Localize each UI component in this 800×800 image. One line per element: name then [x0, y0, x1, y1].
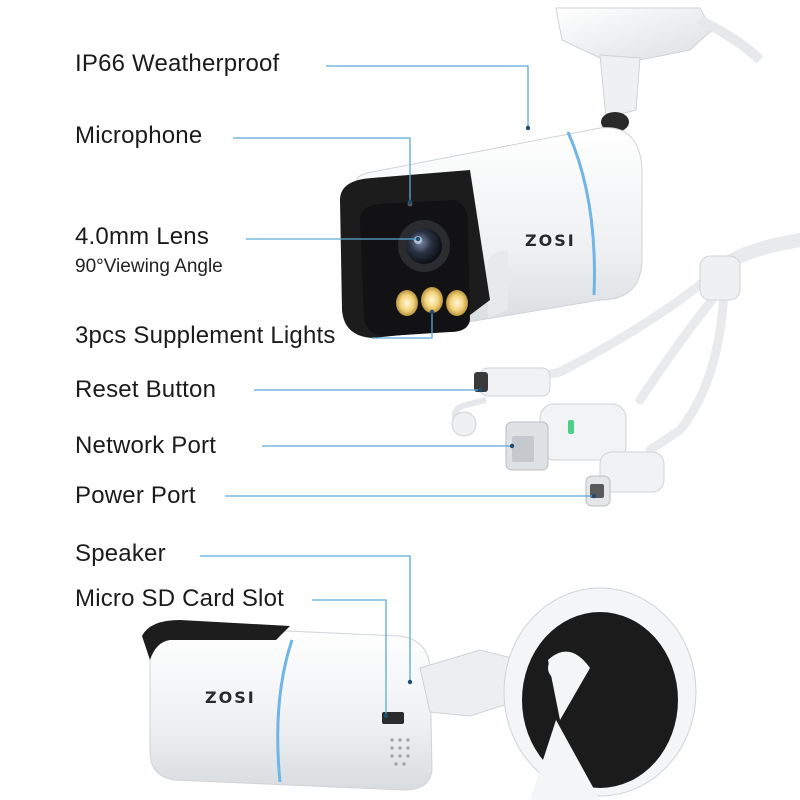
top-logo: ZOSI — [525, 231, 576, 250]
label-reset: Reset Button — [75, 376, 217, 403]
label-power: Power Port — [75, 482, 196, 509]
callout-lines — [200, 65, 592, 714]
power-port-connector — [585, 451, 665, 507]
bottom-logo: ZOSI — [205, 688, 256, 707]
bottom-wall-mount — [419, 587, 697, 800]
label-lens-sub: 90°Viewing Angle — [75, 256, 223, 277]
network-port-connector — [451, 397, 627, 471]
callout-dots — [383, 125, 597, 719]
label-lights: 3pcs Supplement Lights — [75, 322, 336, 349]
label-lens: 4.0mm Lens — [75, 223, 210, 250]
label-speaker: Speaker — [75, 540, 166, 567]
label-weatherproof: IP66 Weatherproof — [75, 50, 280, 77]
cable-harness — [525, 233, 800, 455]
speaker-grill — [390, 738, 410, 766]
supplement-leds — [396, 287, 468, 316]
label-network: Network Port — [75, 432, 217, 459]
label-sd-slot: Micro SD Card Slot — [75, 585, 284, 612]
reset-button-connector — [474, 367, 551, 397]
top-wall-mount — [555, 7, 764, 132]
bottom-camera-body — [142, 620, 433, 791]
top-camera-visor — [340, 170, 490, 338]
label-microphone: Microphone — [75, 122, 203, 149]
